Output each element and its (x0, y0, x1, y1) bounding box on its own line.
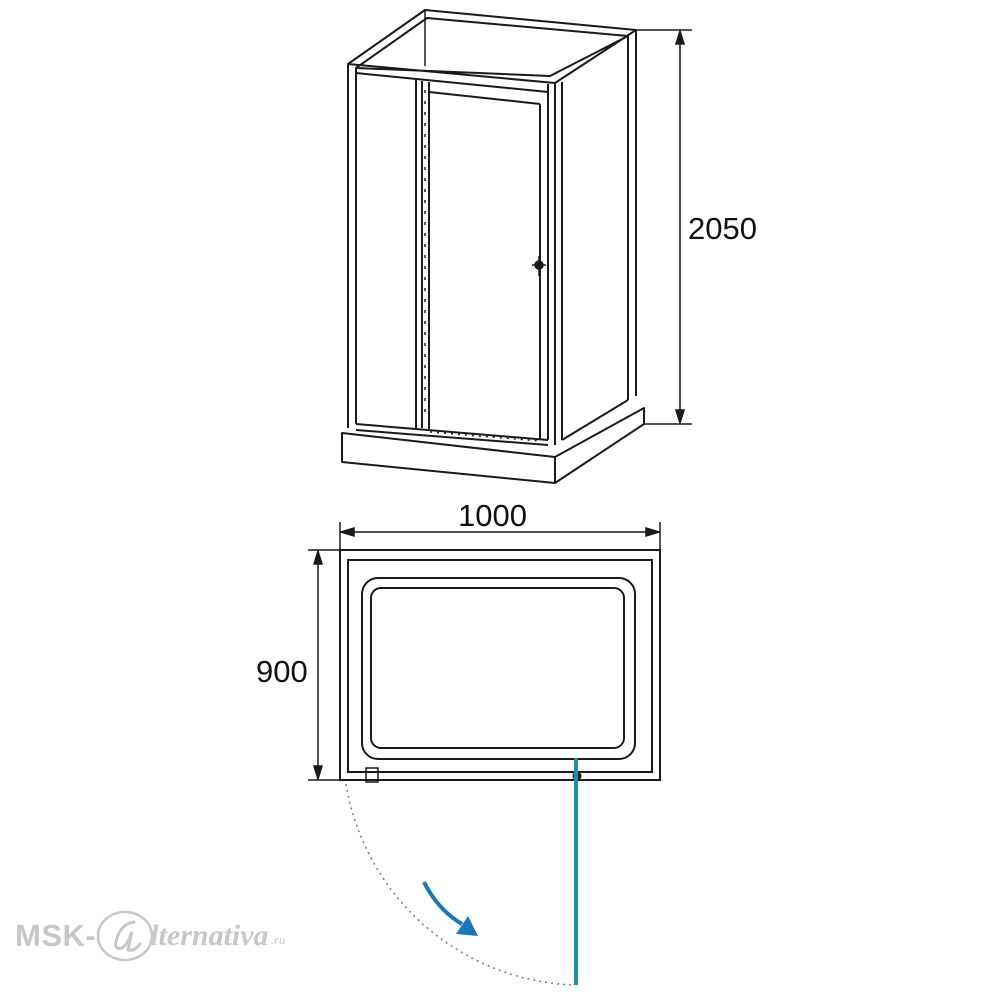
tray-basin-inner (370, 587, 625, 749)
shower-tray (341, 407, 645, 484)
swing-direction-arrow-icon (422, 881, 478, 936)
right-far-post (627, 30, 637, 400)
cabin-3d-view (341, 9, 645, 484)
bottom-track-dots (429, 431, 541, 442)
height-label: 2050 (688, 211, 757, 246)
front-right-post (547, 82, 563, 445)
tray-outline (339, 549, 661, 781)
width-label: 1000 (458, 498, 527, 533)
at-symbol-icon (96, 910, 154, 962)
watermark-tld: .ru (270, 932, 286, 947)
front-transom (355, 72, 549, 93)
watermark-right: lternativa (150, 919, 269, 952)
depth-label: 900 (256, 654, 308, 689)
door-handle-icon (532, 256, 546, 276)
cabin-top-view (339, 549, 661, 783)
width-dimension-line (338, 522, 662, 550)
watermark: MSK- lternativa .ru (15, 908, 285, 964)
tray-basin-outer (361, 577, 636, 760)
bottom-track (355, 423, 549, 446)
hinge-block (365, 767, 379, 783)
depth-dimension-line (308, 548, 340, 782)
door-leaf-edges (428, 91, 541, 440)
height-dimension-line (636, 28, 692, 426)
hinge-bar (415, 80, 430, 429)
tray-inner-rim (347, 559, 653, 773)
side-panel-bottom (561, 399, 629, 441)
watermark-left: MSK- (15, 918, 97, 953)
top-frame (347, 9, 637, 84)
front-left-post (347, 64, 357, 428)
door-swing-arc (345, 783, 575, 986)
